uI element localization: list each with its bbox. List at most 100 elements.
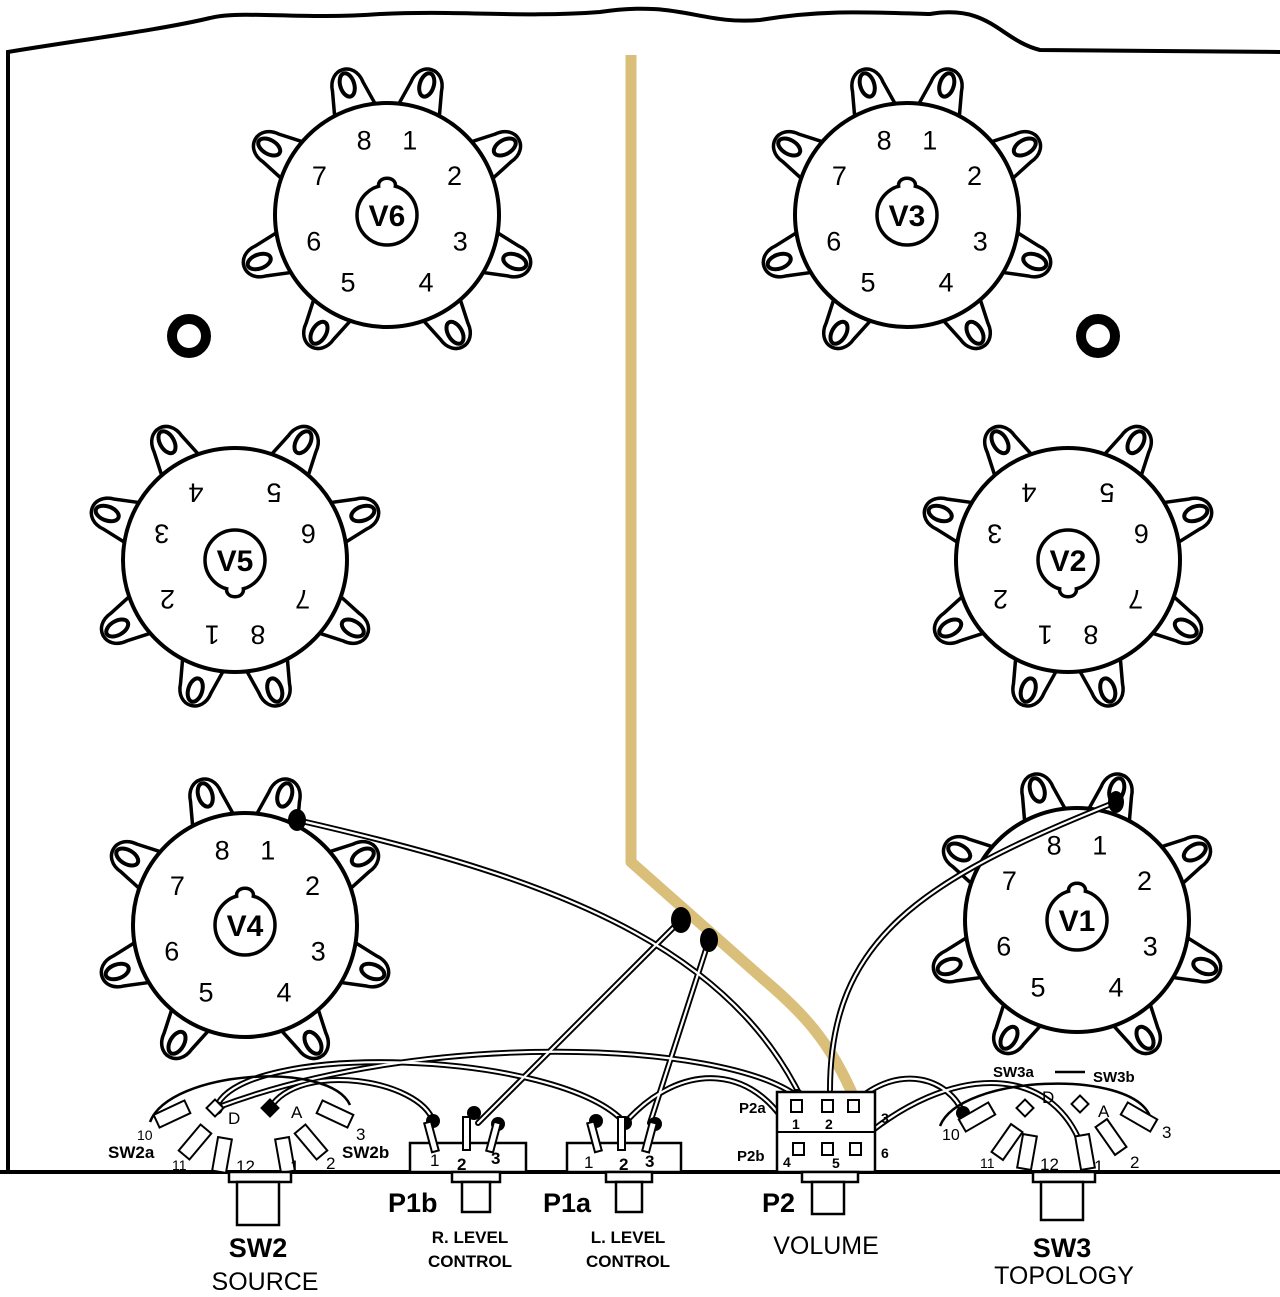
pin-number: 7	[295, 584, 310, 614]
socket-lug	[992, 999, 1045, 1056]
p1a-sublabel-1: L. LEVEL	[591, 1228, 666, 1247]
sw2-pos-12: 12	[236, 1157, 255, 1176]
sw2-pos-10: 10	[137, 1127, 153, 1143]
socket-lug	[466, 130, 523, 183]
sw2-switch	[148, 1075, 355, 1227]
p1a-term-3: 3	[645, 1152, 654, 1171]
p1b-term-3: 3	[491, 1149, 500, 1168]
pin-number: 7	[832, 161, 847, 191]
socket-lug	[314, 592, 371, 645]
socket-key	[355, 176, 419, 247]
sw2-pos-3: 3	[356, 1125, 365, 1144]
p1a-term-2: 2	[619, 1155, 628, 1174]
socket-lug	[822, 294, 875, 351]
pin-number: 8	[250, 620, 265, 650]
pin-number: 5	[340, 268, 355, 298]
socket-lug	[150, 424, 203, 481]
sw2-mark-a: A	[291, 1103, 303, 1122]
p1b-term-1: 1	[430, 1151, 439, 1170]
pin-number: 5	[198, 978, 213, 1008]
p1b-sublabel-1: R. LEVEL	[432, 1228, 509, 1247]
sw3-mark-a: A	[1098, 1102, 1110, 1121]
socket-key	[1045, 881, 1109, 952]
p2-sublabel: VOLUME	[773, 1232, 879, 1260]
pin-number: 1	[1038, 620, 1053, 650]
p2-term-1: 1	[792, 1116, 800, 1132]
socket-label-v4: V4	[227, 910, 264, 943]
socket-label-v1: V1	[1059, 905, 1096, 938]
pin-number: 6	[826, 227, 841, 257]
sw3-mark-d: D	[1042, 1088, 1054, 1107]
p2-term-6: 6	[881, 1145, 889, 1161]
pin-number: 6	[164, 937, 179, 967]
socket-lug	[99, 592, 156, 645]
socket-label-v5: V5	[217, 545, 254, 578]
p1a-pot	[565, 1116, 683, 1214]
sw3-switch	[938, 1070, 1159, 1222]
sw2a-label: SW2a	[108, 1143, 155, 1162]
pin-number: 4	[276, 978, 291, 1008]
socket-lug	[983, 424, 1036, 481]
p2-term-5: 5	[832, 1155, 840, 1171]
sw3a-label: SW3a	[993, 1064, 1035, 1081]
socket-key	[875, 176, 939, 247]
pin-number: 1	[402, 125, 417, 155]
socket-lug	[160, 1004, 213, 1061]
pin-number: 1	[260, 835, 275, 865]
pin-number: 3	[311, 937, 326, 967]
socket-key	[1036, 528, 1100, 599]
socket-lug	[1100, 424, 1153, 481]
sw3-pos-3: 3	[1162, 1123, 1171, 1142]
p2-term-4: 4	[783, 1154, 791, 1170]
p1b-sublabel-2: CONTROL	[428, 1252, 512, 1271]
pin-number: 4	[1021, 477, 1036, 507]
socket-lug	[771, 130, 828, 183]
pin-number: 5	[860, 268, 875, 298]
p2b-label: P2b	[737, 1148, 765, 1165]
pin-number: 1	[922, 125, 937, 155]
pin-number: 2	[160, 584, 175, 614]
socket-label-v6: V6	[369, 200, 406, 233]
pin-number: 4	[188, 477, 203, 507]
p1b-term-2: 2	[457, 1155, 466, 1174]
p1a-sublabel-2: CONTROL	[586, 1252, 670, 1271]
mounting-hole-right	[1076, 314, 1120, 358]
socket-lug	[267, 424, 320, 481]
socket-lug	[302, 294, 355, 351]
sw2-pos-1: 1	[290, 1157, 299, 1176]
pin-number: 8	[1047, 830, 1062, 860]
pin-number: 2	[305, 871, 320, 901]
pin-number: 2	[447, 161, 462, 191]
socket-lug	[251, 130, 308, 183]
pin-number: 3	[1143, 932, 1158, 962]
sw2-pos-11: 11	[172, 1157, 187, 1173]
pin-number: 7	[312, 161, 327, 191]
sw3-pos-11: 11	[980, 1155, 995, 1171]
socket-label-v3: V3	[889, 200, 926, 233]
sw3-pos-2: 2	[1130, 1153, 1139, 1172]
socket-lug	[1109, 999, 1162, 1056]
pin-number: 7	[170, 871, 185, 901]
sw2b-label: SW2b	[342, 1143, 389, 1162]
socket-label-v2: V2	[1050, 545, 1087, 578]
socket-lug	[277, 1004, 330, 1061]
pin-number: 4	[418, 268, 433, 298]
p2-pot	[775, 1090, 877, 1216]
pin-number: 7	[1002, 866, 1017, 896]
mounting-hole-left	[167, 314, 211, 358]
pin-number: 1	[205, 620, 220, 650]
pin-number: 5	[1030, 973, 1045, 1003]
sw2-label: SW2	[229, 1233, 288, 1263]
p2a-label: P2a	[739, 1100, 766, 1117]
pin-number: 6	[306, 227, 321, 257]
sw3b-label: SW3b	[1093, 1069, 1135, 1086]
pin-number: 4	[1108, 973, 1123, 1003]
socket-lug	[939, 294, 992, 351]
sw2-sublabel: SOURCE	[212, 1268, 319, 1296]
socket-lug	[932, 592, 989, 645]
